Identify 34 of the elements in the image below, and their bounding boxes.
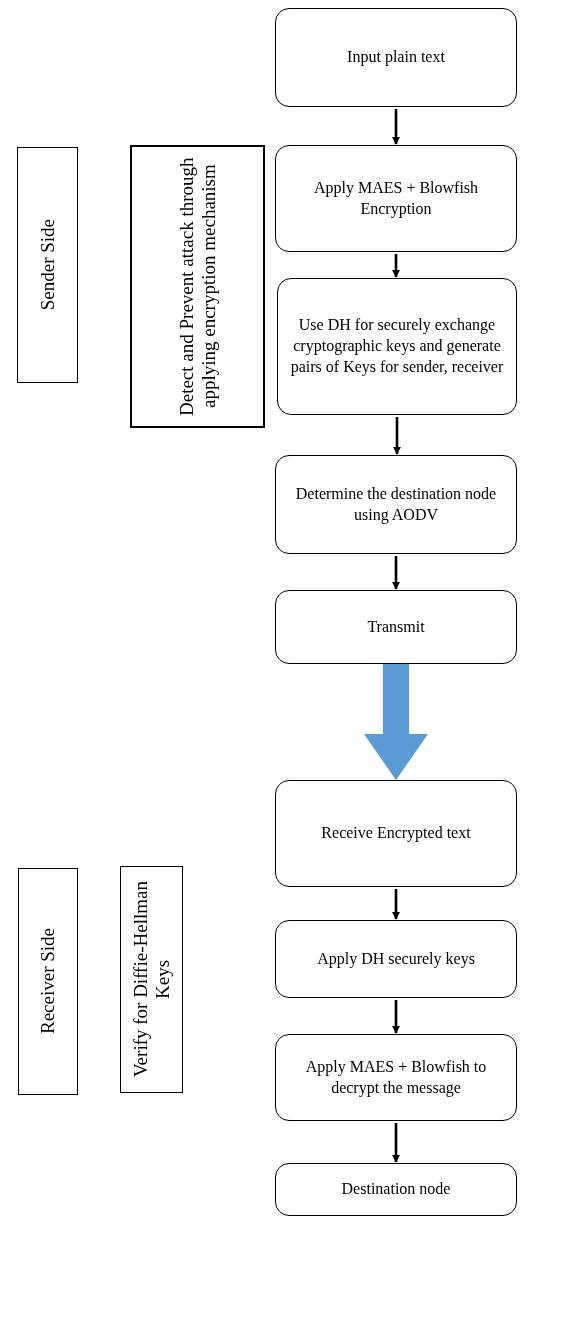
process-box (275, 145, 517, 252)
box-text: Receive Encrypted text (321, 823, 471, 844)
box-text: Detect and Prevent attack through applying encryption mechanism (175, 156, 220, 418)
process-box (275, 1034, 517, 1121)
box-text: Apply MAES + Blowfish to decrypt the message (304, 1056, 488, 1099)
process-box (277, 278, 517, 415)
box-text: Destination node (341, 1179, 451, 1200)
process-box (275, 920, 517, 998)
arrow (391, 1123, 401, 1163)
arrow (391, 254, 401, 278)
arrow (391, 109, 401, 145)
box-text: Apply DH securely keys (317, 948, 475, 970)
process-box (275, 8, 517, 107)
process-box (275, 455, 517, 554)
arrow (391, 1000, 401, 1034)
process-box (275, 590, 517, 664)
side-label-box (18, 868, 78, 1095)
box-text: Apply MAES + Blowfish Encryption (312, 177, 480, 220)
process-box (275, 780, 517, 887)
box-text: Determine the destination node using AODV (294, 483, 498, 526)
arrow (391, 556, 401, 590)
box-text: Transmit (367, 616, 425, 637)
side-label-box (17, 147, 78, 383)
side-label-box (120, 866, 183, 1093)
box-text: Input plain text (347, 47, 445, 68)
block-arrow (364, 664, 428, 780)
arrow (392, 417, 402, 455)
box-text: Receiver Side (37, 928, 59, 1035)
process-box (275, 1163, 517, 1216)
arrow (391, 889, 401, 920)
side-label-box (130, 145, 265, 428)
box-text: Sender Side (36, 219, 59, 311)
box-text: Use DH for securely exchange cryptographic keys and generate pairs of Keys for sender, receiver (289, 315, 505, 378)
box-text: Verify for Diffie-Hellman Keys (129, 880, 174, 1080)
